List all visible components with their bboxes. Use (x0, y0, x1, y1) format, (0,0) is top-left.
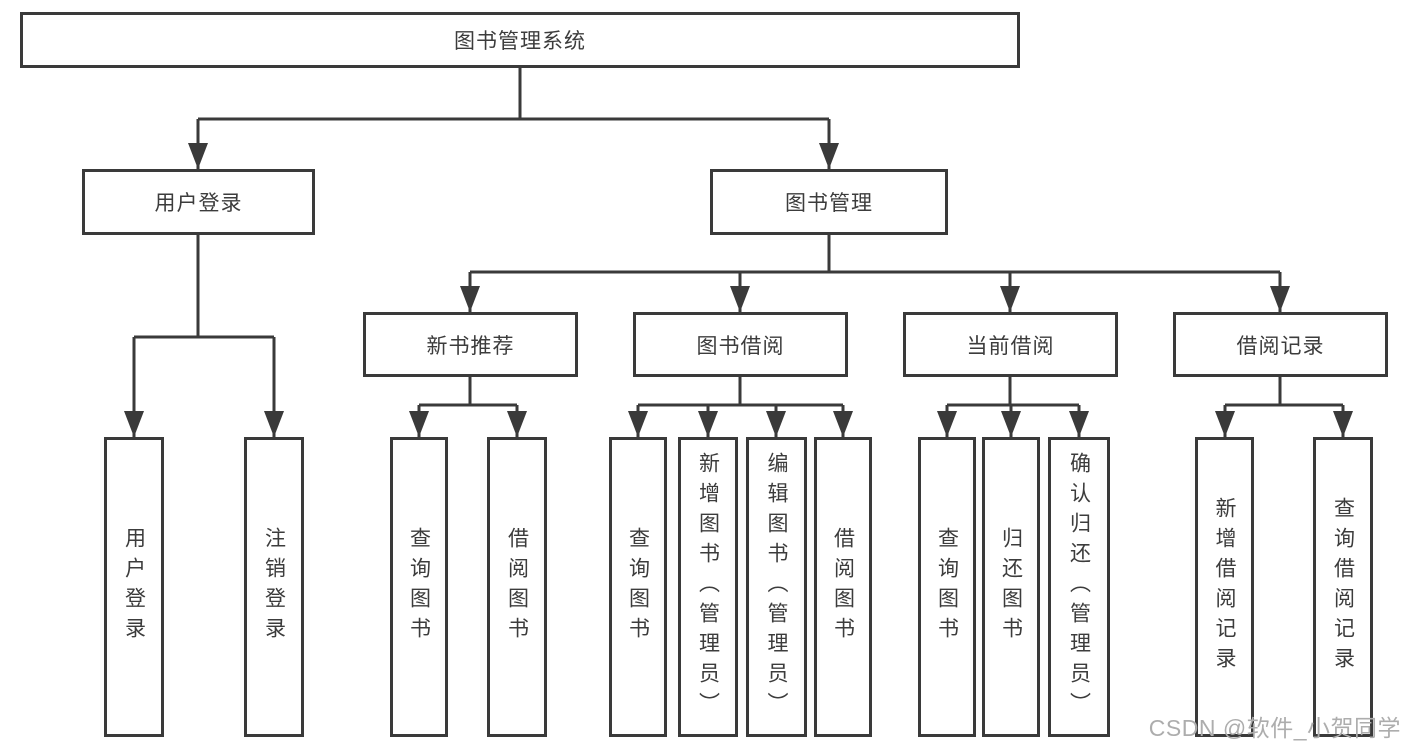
leaf-query-books-newbook: 查询图书 (390, 437, 448, 737)
node-label: 归还图书 (999, 527, 1023, 647)
node-book-borrowing: 图书借阅 (633, 312, 848, 377)
node-label: 借阅记录 (1236, 334, 1325, 358)
node-label: 注销登录 (262, 527, 286, 647)
node-label: 图书管理 (785, 192, 873, 215)
leaf-confirm-return-admin: 确认归还（管理员） (1048, 437, 1110, 737)
node-label: 新增图书（管理员） (696, 452, 720, 722)
node-current-borrowing: 当前借阅 (903, 312, 1118, 377)
node-label: 新增借阅记录 (1213, 497, 1236, 677)
node-borrowing-records: 借阅记录 (1173, 312, 1388, 377)
leaf-borrow-books-newbook: 借阅图书 (487, 437, 547, 737)
node-label: 确认归还（管理员） (1067, 452, 1091, 722)
node-label: 图书管理系统 (454, 30, 586, 53)
node-new-book-recommendation: 新书推荐 (363, 312, 578, 377)
leaf-add-borrow-record: 新增借阅记录 (1195, 437, 1254, 737)
node-label: 借阅图书 (505, 527, 529, 647)
leaf-logout: 注销登录 (244, 437, 304, 737)
node-label: 查询图书 (626, 527, 650, 647)
leaf-user-login: 用户登录 (104, 437, 164, 737)
leaf-query-books-current: 查询图书 (918, 437, 976, 737)
leaf-borrow-books-borrowing: 借阅图书 (814, 437, 872, 737)
node-label: 图书借阅 (696, 334, 785, 358)
csdn-watermark: CSDN @软件_小贺同学 (1148, 715, 1401, 741)
node-label: 当前借阅 (966, 334, 1055, 358)
leaf-query-books-borrowing: 查询图书 (609, 437, 667, 737)
node-library-management-system: 图书管理系统 (20, 12, 1020, 68)
leaf-return-books: 归还图书 (982, 437, 1040, 737)
node-label: 查询借阅记录 (1331, 497, 1355, 677)
leaf-add-books-admin: 新增图书（管理员） (678, 437, 738, 737)
leaf-query-borrow-record: 查询借阅记录 (1313, 437, 1373, 737)
node-user-login: 用户登录 (82, 169, 315, 235)
node-book-management: 图书管理 (710, 169, 948, 235)
node-label: 编辑图书（管理员） (765, 452, 788, 722)
node-label: 查询图书 (407, 527, 431, 647)
node-label: 用户登录 (154, 192, 243, 215)
node-label: 用户登录 (122, 527, 146, 647)
node-label: 新书推荐 (426, 334, 515, 358)
node-label: 查询图书 (935, 527, 959, 647)
node-label: 借阅图书 (831, 527, 855, 647)
leaf-edit-books-admin: 编辑图书（管理员） (746, 437, 807, 737)
